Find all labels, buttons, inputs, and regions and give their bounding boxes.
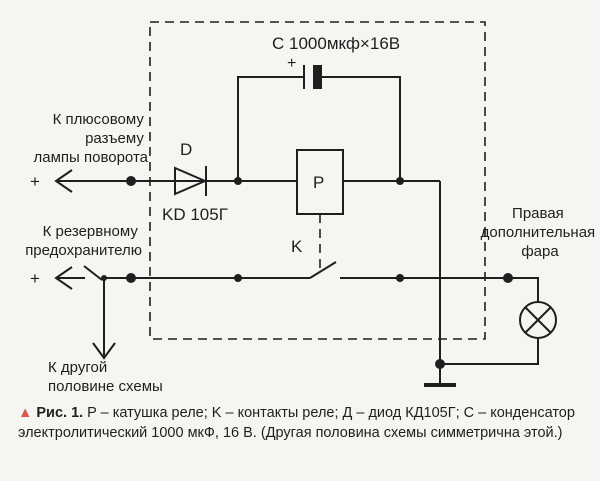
diode-label-bottom: KD 105Г — [162, 205, 228, 224]
arrow-left-bottom-icon — [54, 266, 73, 290]
fuse-label-line: К резервному — [43, 223, 139, 240]
diode-label-top: D — [180, 140, 192, 159]
figure-caption: ▲Рис. 1.P – катушка реле; K – контакты р… — [18, 403, 588, 443]
lamp-terminal-label-line: К плюсовому — [53, 111, 145, 128]
junction-dot — [101, 275, 107, 281]
headlight-label-line: дополнительная — [481, 224, 596, 241]
terminal-plus-bottom: + — [30, 269, 40, 288]
headlight-label: Правая дополнительная фара — [481, 205, 600, 260]
arrow-down-icon — [92, 342, 116, 360]
lamp-cross-2 — [524, 306, 552, 334]
headlight-label-line: фара — [521, 243, 559, 260]
fuse-label-line: предохранителю — [25, 242, 142, 259]
relay-coil — [296, 149, 344, 215]
caption-figure-number: Рис. 1. — [36, 405, 84, 421]
wire-capacitor-branch — [237, 76, 304, 181]
terminal-plus-top: + — [30, 172, 40, 191]
fuse-label: К резервному предохранителю — [25, 223, 142, 259]
wire-lamp-return — [440, 338, 539, 365]
wire-capacitor-right — [322, 76, 401, 181]
junction-dot — [126, 176, 136, 186]
lamp-terminal-label-line: разъему — [85, 130, 144, 147]
junction-dot — [503, 273, 513, 283]
lamp-terminal-label-line: лампы поворота — [34, 149, 149, 166]
junction-dot — [234, 177, 242, 185]
headlight-label-line: Правая — [512, 205, 564, 222]
other-half-label: К другой половине схемы — [48, 359, 163, 395]
circuit-diagram: C 1000мкф×16В + D KD 105Г P K + + К плюс… — [25, 21, 600, 395]
arrow-left-top-icon — [54, 169, 73, 193]
contacts-label: K — [291, 237, 303, 256]
capacitor-label: C 1000мкф×16В — [272, 34, 400, 53]
other-half-label-line: половине схемы — [48, 378, 163, 395]
junction-dot — [435, 359, 445, 369]
lamp-terminal-label: К плюсовому разъему лампы поворота — [34, 111, 149, 166]
caption-marker-icon: ▲ — [18, 405, 33, 421]
wire-to-lamp — [508, 277, 539, 302]
fuse-switch — [83, 265, 103, 281]
junction-dot — [126, 273, 136, 283]
relay-coil-label: P — [313, 173, 324, 192]
capacitor-plate-right — [313, 65, 322, 89]
junction-dot — [396, 177, 404, 185]
other-half-label-line: К другой — [48, 359, 107, 376]
capacitor-plus-sign: + — [287, 55, 296, 72]
junction-dot — [396, 274, 404, 282]
junction-dot — [234, 274, 242, 282]
diode-symbol-icon — [174, 166, 208, 196]
relay-contact-switch — [309, 261, 337, 279]
caption-text: P – катушка реле; K – контакты реле; Д –… — [18, 405, 575, 441]
